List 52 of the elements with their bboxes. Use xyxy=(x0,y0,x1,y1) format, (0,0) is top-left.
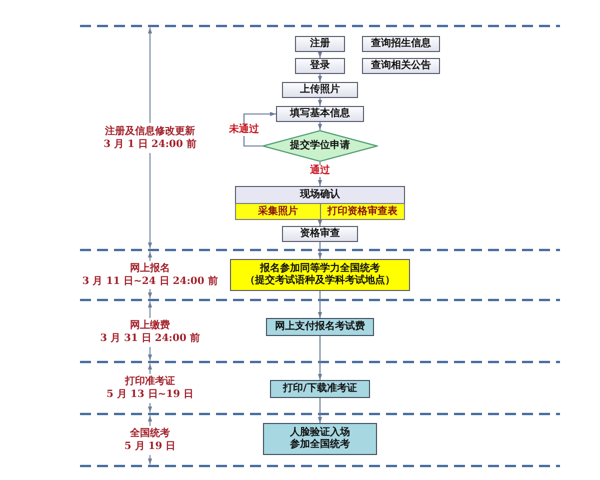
process-box xyxy=(230,259,410,291)
arrow xyxy=(318,398,322,423)
step-text: 报名参加同等学力全国统考 xyxy=(260,263,380,274)
arrow xyxy=(318,98,322,106)
arrow xyxy=(318,242,322,259)
step-text: 打印资格审查表 xyxy=(328,206,398,218)
stage-label: 打印准考证 xyxy=(125,376,175,388)
edge-label: 通过 xyxy=(308,165,332,177)
process-box xyxy=(266,318,374,336)
date-label: 3 月 11 日~24 日 24:00 前 xyxy=(82,276,218,288)
process-box xyxy=(295,58,345,74)
process-box xyxy=(276,106,364,122)
step-text: 填写基本信息 xyxy=(290,108,350,120)
process-box xyxy=(295,36,345,52)
edge-label: 未通过 xyxy=(227,124,261,136)
process-box xyxy=(270,380,370,398)
arrow xyxy=(318,74,322,82)
date-label: 5 月 19 日 xyxy=(124,441,176,453)
date-label: 3 月 31 日 24:00 前 xyxy=(100,333,200,345)
process-box xyxy=(282,226,358,242)
arrow xyxy=(318,122,322,130)
date-label: 5 月 13 日~19 日 xyxy=(106,389,194,401)
group-box xyxy=(235,186,405,220)
step-text: 采集照片 xyxy=(258,206,298,218)
step-text: 现场确认 xyxy=(300,189,340,201)
arrow xyxy=(318,52,322,58)
date-label: 3 月 1 日 24:00 前 xyxy=(104,139,196,151)
step-text: 打印/下载准考证 xyxy=(283,383,357,395)
step-text: 提交学位申请 xyxy=(290,140,350,152)
step-text: 人脸验证入场 xyxy=(290,427,350,438)
stage-label: 网上缴费 xyxy=(130,320,170,332)
process-box xyxy=(263,423,377,455)
step-text: 注册 xyxy=(310,38,330,50)
process-box xyxy=(362,36,440,52)
step-text: 登录 xyxy=(310,60,330,72)
sub-step-box xyxy=(235,203,321,220)
stage-label: 注册及信息修改更新 xyxy=(105,126,195,138)
stage-label: 网上报名 xyxy=(130,263,170,275)
step-text: 上传照片 xyxy=(300,84,340,96)
arrow xyxy=(318,220,322,226)
step-text: 资格审查 xyxy=(300,228,340,240)
arrow xyxy=(318,336,322,380)
process-box xyxy=(362,58,440,74)
step-text: 参加全国统考 xyxy=(290,439,350,451)
arrow xyxy=(318,291,322,318)
step-text: 网上支付报名考试费 xyxy=(275,321,365,333)
step-text: （提交考试语种及学科考试地点） xyxy=(245,275,395,287)
stage-label: 全国统考 xyxy=(130,428,170,440)
step-text: 查询招生信息 xyxy=(371,38,431,50)
sub-step-box xyxy=(320,203,405,220)
process-box xyxy=(282,82,358,98)
step-text: 查询相关公告 xyxy=(371,60,431,72)
